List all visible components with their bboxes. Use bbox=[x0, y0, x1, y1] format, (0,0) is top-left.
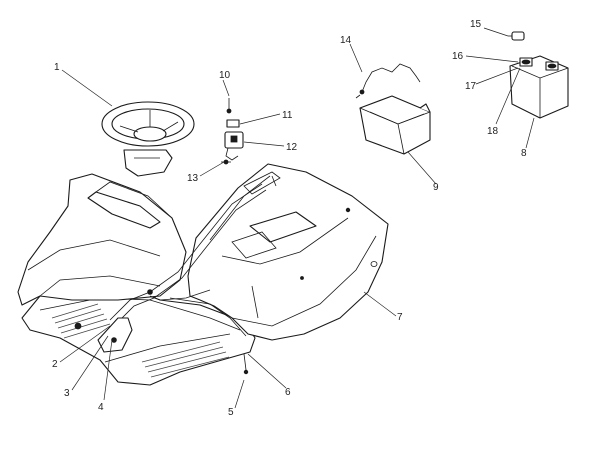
ignition-switch-assembly bbox=[221, 98, 244, 165]
callout-15: 15 bbox=[470, 19, 482, 30]
callout-14: 14 bbox=[340, 35, 352, 46]
callout-13: 13 bbox=[187, 173, 199, 184]
callout-5: 5 bbox=[228, 407, 234, 418]
battery bbox=[509, 55, 569, 119]
callout-labels: 1 2 3 4 5 6 7 8 9 10 11 12 13 14 15 16 1… bbox=[52, 19, 527, 418]
callout-7: 7 bbox=[397, 312, 403, 323]
footrest-grate-right bbox=[141, 341, 230, 378]
front-hood-cowl bbox=[17, 173, 187, 306]
callout-17: 17 bbox=[465, 81, 477, 92]
callout-3: 3 bbox=[64, 388, 70, 399]
callout-9: 9 bbox=[433, 182, 439, 193]
steering-column-bracket bbox=[123, 149, 173, 177]
wire-harness bbox=[109, 183, 267, 327]
callout-10: 10 bbox=[219, 70, 231, 81]
callout-4: 4 bbox=[98, 402, 104, 413]
battery-tray bbox=[359, 95, 431, 155]
callout-11: 11 bbox=[282, 110, 293, 121]
footrest-grate-left bbox=[51, 303, 111, 339]
callout-6: 6 bbox=[285, 387, 291, 398]
callout-leaders bbox=[59, 27, 535, 409]
rear-fender-body bbox=[187, 163, 389, 341]
steering-wheel bbox=[101, 101, 195, 147]
callout-2: 2 bbox=[52, 359, 58, 370]
callout-12: 12 bbox=[286, 142, 298, 153]
footrest-floor-pan bbox=[21, 283, 256, 386]
front-panel-lower bbox=[97, 297, 247, 353]
callout-16: 16 bbox=[452, 51, 464, 62]
fuse-cap bbox=[508, 31, 525, 41]
battery-cable bbox=[355, 63, 421, 99]
fastener-hardware bbox=[74, 207, 351, 375]
callout-8: 8 bbox=[521, 148, 527, 159]
callout-1: 1 bbox=[54, 62, 60, 73]
callout-18: 18 bbox=[487, 126, 499, 137]
